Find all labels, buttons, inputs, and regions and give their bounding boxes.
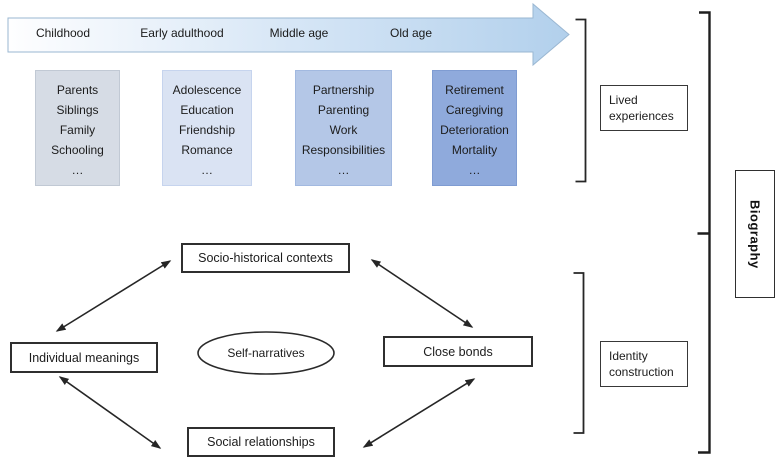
self-narratives-ellipse [197,331,335,375]
lived-experiences-bracket [575,18,587,183]
ellipsis-item: … [337,163,350,177]
list-item: Work [329,123,358,137]
list-item: Caregiving [445,103,504,117]
ellipsis-item: … [468,163,481,177]
list-item: Adolescence [172,83,242,97]
lived-experiences-label: Lived experiences [609,93,674,123]
arrow-contexts-bonds [370,259,474,328]
socio-historical-contexts-box: Socio-historical contexts [181,243,350,273]
list-item: Responsibilities [301,143,386,157]
arrow-meanings-contexts [55,260,172,332]
self-narratives-label-box: Self-narratives [198,332,334,374]
close-bonds-box: Close bonds [383,336,533,367]
list-item: Siblings [56,103,99,117]
biography-bracket [697,11,711,454]
old-age-experiences-box: Retirement Caregiving Deterioration Mort… [432,70,517,186]
list-item: Friendship [178,123,236,137]
identity-construction-bracket [573,272,585,434]
social-relationships-box: Social relationships [187,427,335,457]
list-item: Parenting [317,103,370,117]
identity-construction-label: Identity construction [609,349,674,379]
list-item: Partnership [312,83,375,97]
individual-meanings-box: Individual meanings [10,342,158,373]
childhood-experiences-box: Parents Siblings Family Schooling … [35,70,120,186]
list-item: Deterioration [440,123,509,137]
socio-historical-contexts-label: Socio-historical contexts [198,251,333,265]
list-item: Retirement [445,83,504,97]
arrow-relationships-bonds [362,378,476,448]
ellipsis-item: … [201,163,213,177]
stage-label-middle-age: Middle age [269,26,329,40]
identity-construction-label-box: Identity construction [600,341,688,387]
social-relationships-label: Social relationships [207,435,315,449]
close-bonds-label: Close bonds [423,344,493,359]
timeline-arrow [7,2,570,67]
list-item: Education [180,103,234,117]
middle-age-experiences-box: Partnership Parenting Work Responsibilit… [295,70,392,186]
individual-meanings-label: Individual meanings [28,350,140,365]
ellipsis-item: … [71,163,84,177]
list-item: Romance [181,143,233,157]
lived-experiences-label-box: Lived experiences [600,85,688,131]
biography-label-box: Biography [735,170,775,298]
list-item: Schooling [51,143,104,157]
list-item: Mortality [451,143,498,157]
early-adulthood-experiences-box: Adolescence Education Friendship Romance… [162,70,252,186]
arrow-meanings-relationships [58,376,162,449]
self-narratives-label: Self-narratives [227,346,305,360]
list-item: Parents [56,83,99,97]
stage-label-early-adulthood: Early adulthood [140,26,224,40]
stage-label-childhood: Childhood [35,26,91,40]
list-item: Family [59,123,96,137]
biography-label: Biography [747,199,763,269]
stage-label-old-age: Old age [389,26,433,40]
